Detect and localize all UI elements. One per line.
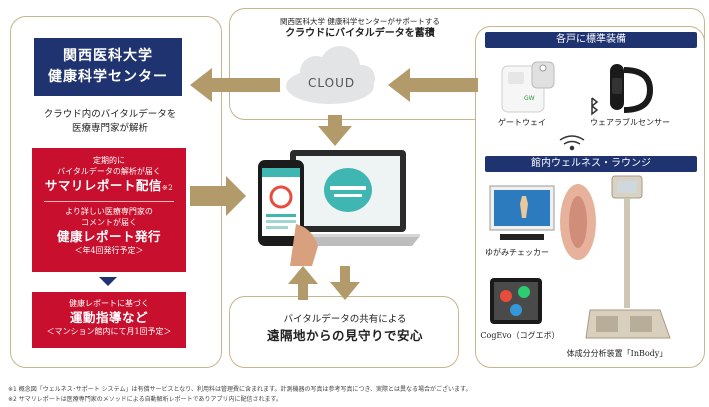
standard-equipment-header: 各戸に標準装備	[485, 32, 697, 48]
inbody-caption: 体成分分析装置「InBody」	[566, 349, 668, 358]
exercise-sub: 健康レポートに基づく	[69, 299, 149, 308]
posture-checker-icon	[489, 184, 596, 260]
cloud-caption-line-1: 関西医科大学 健康科学センターがサポートする	[280, 17, 440, 26]
wearable-band-icon	[610, 64, 654, 113]
cogevo-tablet-icon	[490, 278, 542, 324]
smartphone-icon	[258, 160, 304, 246]
laptop-icon	[276, 150, 420, 246]
cogevo-caption: CogEvo（コグエボ）	[480, 331, 560, 340]
exercise-note: ＜マンション館内にて月1回予定＞	[46, 327, 172, 336]
summary-title: サマリレポート配信※2	[44, 178, 174, 193]
arrow-cloud-to-device	[318, 115, 352, 146]
center-name: 健康科学センター	[48, 69, 168, 85]
down-triangle-icon	[99, 277, 117, 286]
bluetooth-icon	[591, 97, 599, 116]
wearable-caption: ウェアラブルセンサー	[590, 118, 670, 127]
health-sub-1: より詳しい医療専門家の	[65, 207, 153, 216]
cloud-icon	[286, 46, 375, 104]
posture-checker-caption: ゆがみチェッカー	[485, 248, 549, 257]
svg-text:GW: GW	[524, 95, 535, 102]
arrow-down	[330, 266, 360, 300]
lounge-header: 館内ウェルネス・ラウンジ	[485, 156, 697, 172]
summary-sub-2: バイタルデータの解析が届く	[57, 167, 161, 176]
monitoring-line-1: バイタルデータの共有による	[283, 314, 407, 325]
health-sub-2: コメントが届く	[81, 218, 137, 227]
gateway-caption: ゲートウェイ	[498, 118, 546, 127]
monitoring-text: バイタルデータの共有による 遠隔地からの見守りで安心	[240, 313, 450, 345]
exercise-title: 運動指導など	[69, 310, 148, 325]
cloud-caption-line-2: クラウドにバイタルデータを蓄積	[285, 28, 435, 39]
footnote-2: ※2 サマリレポートは医療専門家のメソッドによる自動解析レポートでありアプリ内に…	[8, 396, 282, 403]
analysis-line-1: クラウド内のバイタルデータを	[43, 109, 177, 120]
cloud-label: CLOUD	[308, 76, 356, 90]
university-name: 関西医科大学	[63, 48, 153, 64]
monitoring-line-2: 遠隔地からの見守りで安心	[266, 328, 423, 343]
cloud-caption: 関西医科大学 健康科学センターがサポートする クラウドにバイタルデータを蓄積	[270, 16, 450, 41]
arrow-to-cloud	[388, 68, 478, 102]
analysis-text: クラウド内のバイタルデータを 医療専門家が解析	[20, 108, 200, 136]
health-note: ＜年4回発行予定＞	[74, 246, 144, 255]
university-box: 関西医科大学 健康科学センター	[34, 38, 182, 96]
wifi-icon	[559, 135, 585, 151]
exercise-box: 健康レポートに基づく 運動指導など ＜マンション館内にて月1回予定＞	[32, 292, 186, 348]
tag-icon	[531, 61, 555, 89]
summary-note: ※2	[161, 184, 174, 192]
inbody-device-icon	[585, 175, 671, 339]
health-title: 健康レポート発行	[56, 229, 161, 244]
analysis-line-2: 医療専門家が解析	[71, 123, 148, 134]
arrow-report-to-device	[190, 176, 246, 216]
report-box: 定期的に バイタルデータの解析が届く サマリレポート配信※2 より詳しい医療専門…	[32, 148, 186, 272]
summary-sub-1: 定期的に	[93, 156, 125, 165]
arrow-up	[288, 266, 318, 300]
hand-icon	[290, 224, 318, 266]
footnote-1: ※1 概念図「ウェルネス･サポート システム」は有償サービスとなり、利用料は管理…	[8, 386, 472, 393]
arrow-to-university	[190, 68, 280, 102]
monitoring-panel	[229, 296, 459, 368]
